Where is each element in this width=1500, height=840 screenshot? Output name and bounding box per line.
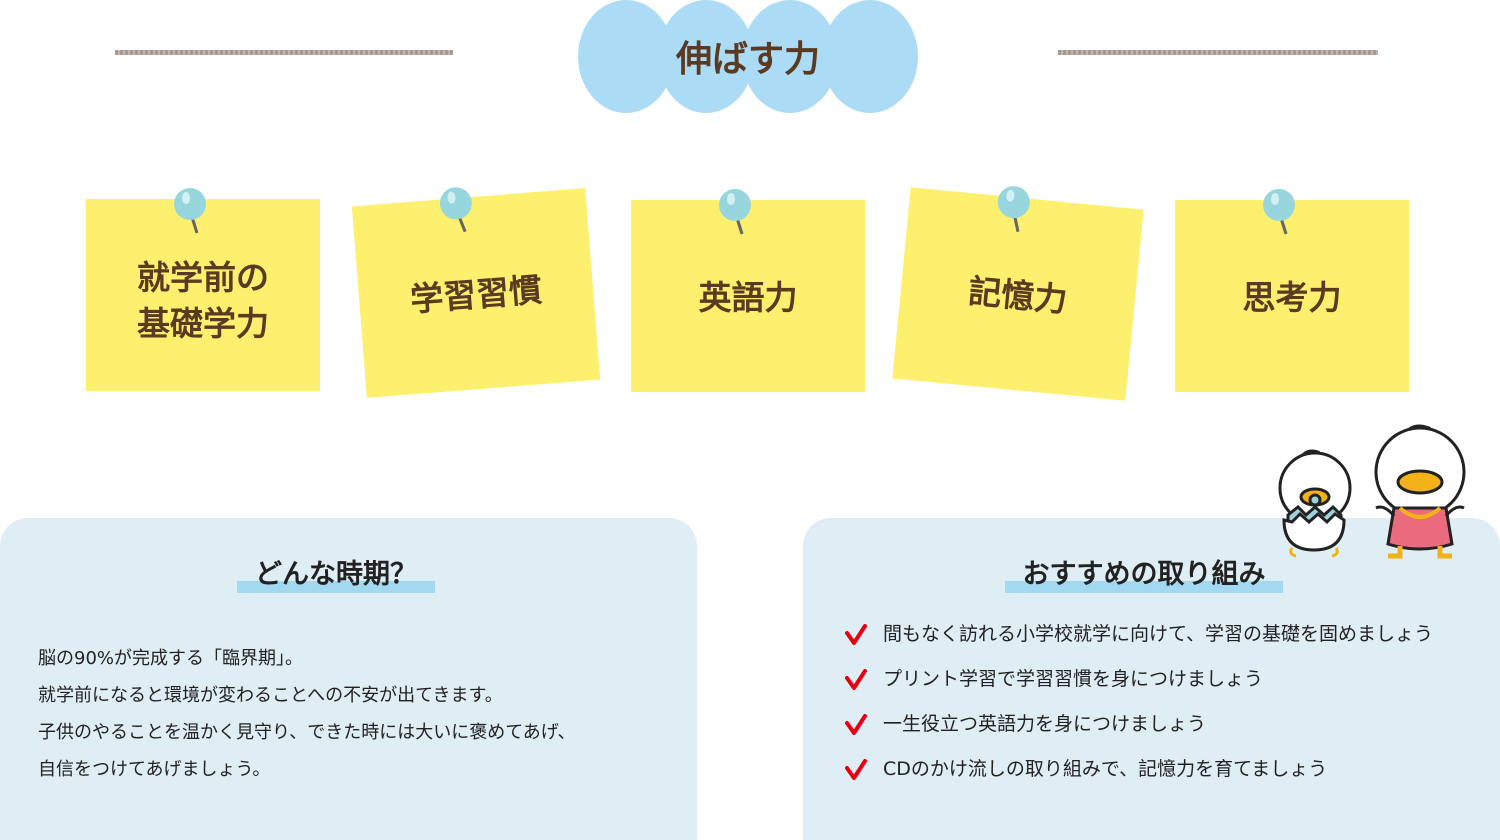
page-title: 伸ばす力 bbox=[675, 39, 820, 80]
check-icon bbox=[845, 624, 867, 646]
divider-left bbox=[115, 50, 453, 55]
list-item: 一生役立つ英語力を身につけましょう bbox=[845, 710, 1445, 738]
divider-right bbox=[1058, 50, 1378, 55]
when-title: どんな時期？ bbox=[237, 552, 435, 593]
pushpin-icon bbox=[717, 188, 753, 238]
list-item: CDのかけ流しの取り組みで、記憶力を育てましょう bbox=[845, 755, 1445, 783]
note-memory: 記憶力 bbox=[892, 184, 1144, 401]
list-item: プリント学習で学習習慣を身につけましょう bbox=[845, 665, 1445, 693]
when-panel bbox=[0, 518, 697, 840]
note-label: 記憶力 bbox=[966, 271, 1069, 320]
note-english: 英語力 bbox=[631, 200, 865, 392]
recommend-panel bbox=[803, 518, 1500, 840]
pushpin-icon bbox=[993, 184, 1034, 237]
list-item: 間もなく訪れる小学校就学に向けて、学習の基礎を固めましょう bbox=[845, 620, 1445, 648]
pushpin-icon bbox=[1261, 188, 1297, 238]
mother-duck-icon bbox=[1374, 424, 1466, 559]
when-description: 脳の90%が完成する「臨界期」。 就学前になると環境が変わることへの不安が出てき… bbox=[38, 648, 576, 780]
check-icon bbox=[845, 759, 867, 781]
note-thinking: 思考力 bbox=[1175, 200, 1409, 392]
duck-mascots-illustration bbox=[1278, 424, 1466, 559]
title-cloud bbox=[578, 0, 918, 113]
baby-duck-icon bbox=[1278, 449, 1352, 558]
check-icon bbox=[845, 714, 867, 736]
pushpin-icon bbox=[437, 185, 477, 238]
note-label: 学習習慣 bbox=[408, 269, 544, 320]
note-label: 就学前の bbox=[137, 258, 269, 297]
pushpin-icon bbox=[172, 187, 208, 237]
note-label: 思考力 bbox=[1242, 278, 1342, 317]
note-label: 基礎学力 bbox=[137, 304, 269, 343]
note-study-habit: 学習習慣 bbox=[351, 185, 601, 398]
recommend-list: 間もなく訪れる小学校就学に向けて、学習の基礎を固めましょう プリント学習で学習習… bbox=[845, 620, 1445, 800]
note-label: 英語力 bbox=[698, 278, 798, 317]
check-icon bbox=[845, 669, 867, 691]
note-basic-academic: 就学前の基礎学力 bbox=[86, 199, 320, 391]
recommend-title: おすすめの取り組み bbox=[1005, 552, 1283, 593]
